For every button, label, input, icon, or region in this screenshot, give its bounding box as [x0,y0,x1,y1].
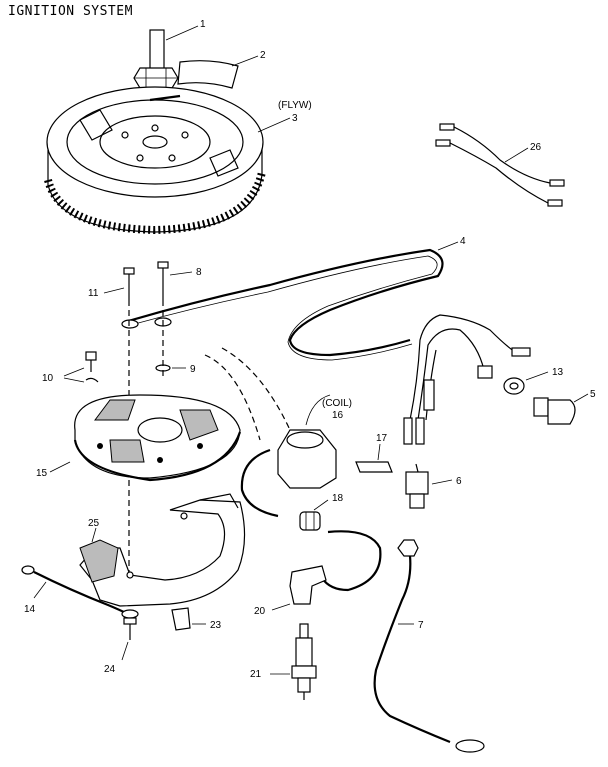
diagram-title: IGNITION SYSTEM [8,4,133,19]
callout-5: 5 [590,389,596,400]
part-15-armature-plate [73,394,242,482]
callout-25: 25 [88,518,100,529]
part-24-screw [121,609,139,640]
part-25-backing-plate [79,493,246,607]
callout-2: 2 [260,50,266,61]
high-tension-lead [321,530,382,592]
callout-23: 23 [210,620,222,631]
callout-4: 4 [460,236,466,247]
flywheel-label: (FLYW) [278,100,312,111]
callout-26: 26 [530,142,542,153]
callout-10: 10 [42,373,54,384]
callout-3: 3 [292,113,298,124]
part-8-screw [157,261,169,300]
part-11-screw [123,267,135,300]
part-13-nut [503,377,525,395]
part-18-sleeve [299,511,321,531]
callout-21: 21 [250,669,262,680]
part-4-ground-wire [121,248,444,361]
callout-18: 18 [332,493,344,504]
part-2-flywheel-key [177,60,239,89]
part-23-spacer [171,607,191,631]
part-1-flywheel-nut [133,29,179,89]
callout-11: 11 [88,288,99,299]
coil-label: (COIL) [322,398,352,409]
part-10-screw [85,351,99,383]
callout-15: 15 [36,468,48,479]
part-20-spark-plug-boot [289,565,327,605]
part-7-stop-lead [373,539,485,753]
callout-6: 6 [456,476,462,487]
callout-13: 13 [552,367,564,378]
callout-7: 7 [418,620,424,631]
part-17-clip [355,461,393,473]
callout-9: 9 [190,364,196,375]
callout-14: 14 [24,604,36,615]
callout-20: 20 [254,606,266,617]
part-3-flywheel [44,86,266,235]
callout-1: 1 [200,19,206,30]
wire-harness [403,314,531,445]
part-21-spark-plug [291,623,317,700]
callout-16: 16 [332,410,344,421]
part-14-ground-lead [21,565,129,615]
callout-24: 24 [104,664,116,675]
callout-17: 17 [376,433,388,444]
part-6-connector [405,463,429,509]
part-16-coil [240,394,337,518]
part-26-jumper-wire [435,123,565,207]
callout-8: 8 [196,267,202,278]
part-5-stop-switch [533,397,576,425]
